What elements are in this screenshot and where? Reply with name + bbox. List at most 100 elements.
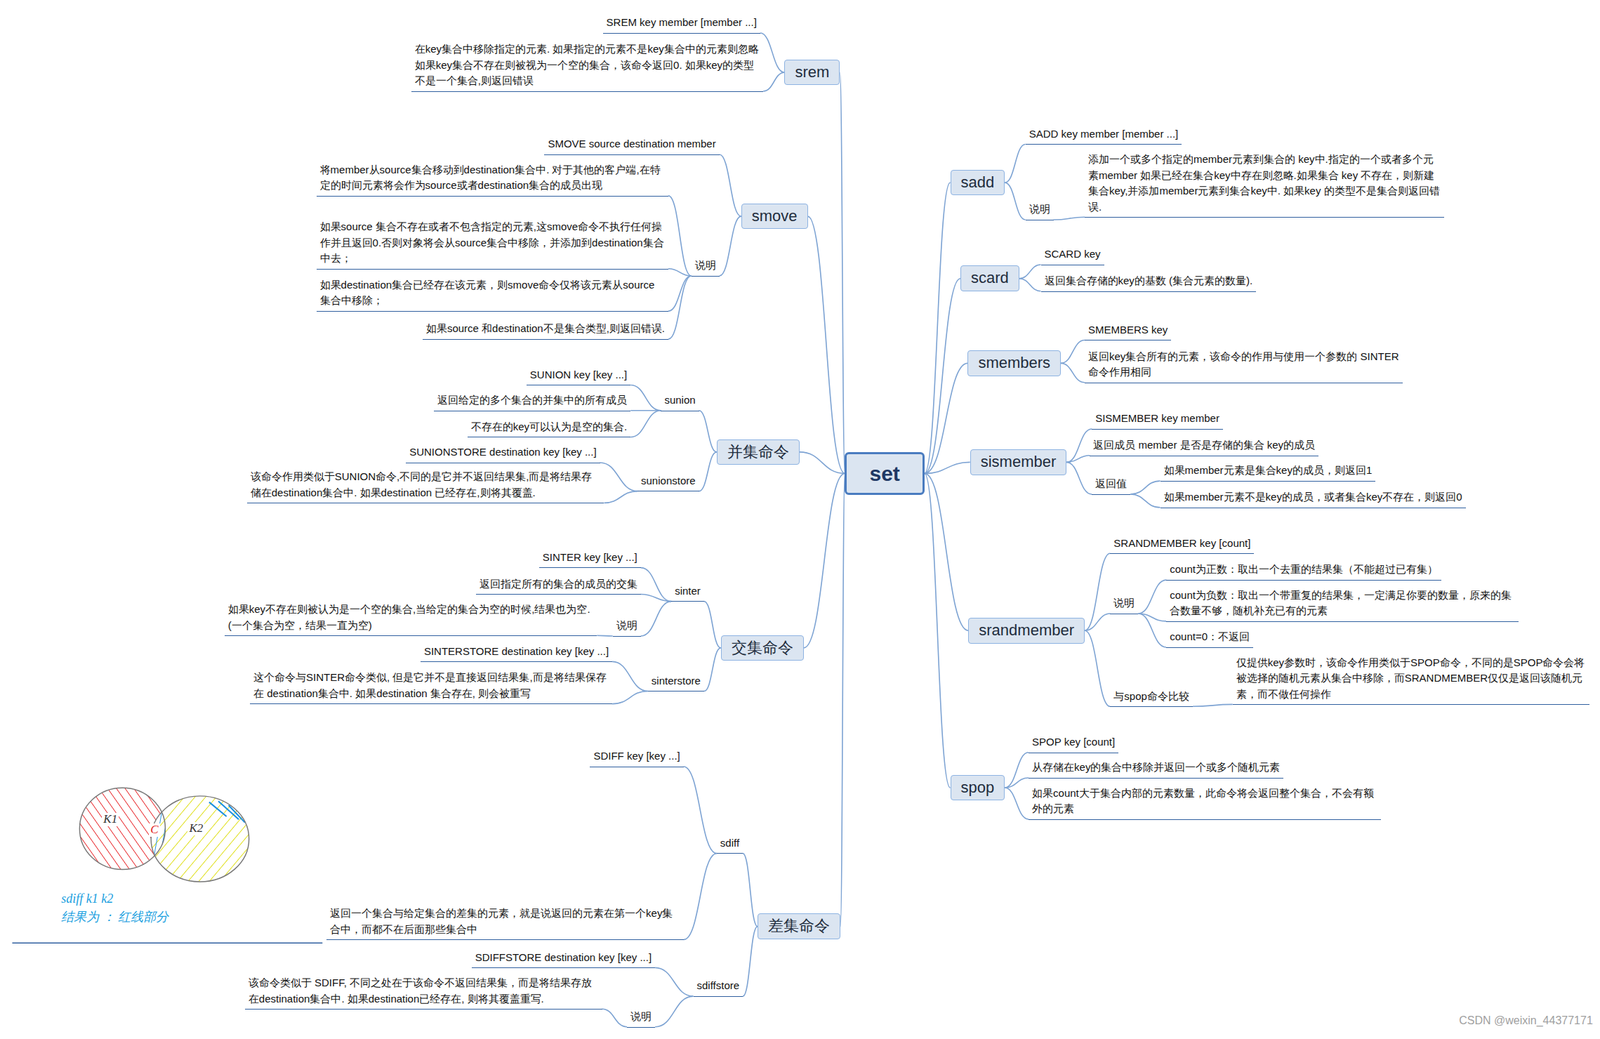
branch-topic: smove: [741, 203, 809, 230]
topic-label: sdiffstore: [697, 977, 740, 995]
topic-text: 返回一个集合与给定集合的差集的元素，就是说返回的元素在第一个key集合中，而都不…: [326, 904, 684, 941]
branch-connector: [1060, 362, 1085, 382]
venn-label: K2: [187, 822, 205, 836]
branch-topic: smembers: [967, 350, 1061, 377]
branch-connector: [840, 473, 845, 927]
branch-topic: srandmember: [968, 617, 1085, 644]
topic-label: 返回值: [1095, 475, 1127, 493]
topic-text: sunionstore: [637, 472, 700, 493]
branch-connector: [1004, 787, 1029, 820]
branch-topic: 并集命令: [716, 439, 800, 466]
branch-connector: [1004, 143, 1026, 183]
branch-connector: [763, 72, 785, 92]
topic-label: 如果key不存在则被认为是一个空的集合,当给定的集合为空的时候,结果也为空.(一…: [228, 601, 594, 634]
topic-label: 返回成员 member 是否是存储的集合 key的成员: [1093, 437, 1315, 454]
topic-text: 返回key集合所有的元素，该命令的作用与使用一个参数的 SINTER 命令作用相…: [1084, 348, 1403, 384]
topic-label: SINTER key [key ...]: [542, 549, 638, 566]
branch-connector: [1192, 704, 1233, 707]
topic-label: sunion: [664, 392, 696, 409]
topic-label: 如果member元素不是key的成员，或者集合key不存在，则返回0: [1164, 489, 1463, 506]
k2-circle: [150, 796, 250, 882]
topic-label: 返回集合存储的key的基数 (集合元素的数量).: [1044, 273, 1254, 290]
topic-label: 如果count大于集合内部的元素数量，此命令将会返回整个集合，不会有额外的元素: [1032, 785, 1377, 818]
branch-connector: [924, 461, 971, 474]
topic-label: 差集命令: [768, 916, 830, 937]
branch-connector: [1138, 613, 1167, 648]
topic-text: 如果destination集合已经存在该元素，则smove命令仅将该元素从sou…: [316, 276, 669, 312]
topic-text: 仅提供key参数时，该命令作用类似于SPOP命令，不同的是SPOP命令会将被选择…: [1232, 654, 1591, 706]
topic-text: 说明: [612, 617, 641, 637]
branch-topic: scard: [960, 265, 1020, 292]
topic-label: 如果source 和destination不是集合类型,则返回错误.: [426, 320, 665, 337]
topic-text: sdiff: [716, 834, 743, 855]
topic-label: SMEMBERS key: [1088, 322, 1168, 339]
topic-text: 返回集合存储的key的基数 (集合元素的数量).: [1041, 272, 1257, 293]
note-text: 结果为 ： 红线部分: [61, 909, 169, 926]
branch-connector: [699, 410, 717, 453]
branch-connector: [839, 72, 845, 474]
branch-connector: [683, 766, 717, 854]
branch-connector: [719, 154, 742, 217]
branch-connector: [924, 473, 951, 788]
branch-connector: [924, 278, 961, 474]
topic-text: SPOP key [count]: [1028, 733, 1119, 754]
topic-label: 如果source 集合不存在或者不包含指定的元素,这smove命令不执行任何操作…: [320, 219, 665, 267]
topic-text: sunion: [660, 391, 699, 412]
topic-text: 说明: [691, 256, 720, 277]
topic-label: 交集命令: [731, 638, 794, 659]
topic-label: SUNIONSTORE destination key [key ...]: [409, 444, 597, 461]
topic-label: 返回给定的多个集合的并集中的所有成员: [437, 392, 627, 409]
k1-circle: [79, 787, 165, 870]
topic-label: 如果member元素是集合key的成员，则返回1: [1164, 462, 1373, 479]
topic-label: SREM key member [member ...]: [606, 14, 757, 31]
branch-connector: [1004, 182, 1026, 220]
branch-topic: spop: [950, 775, 1006, 802]
topic-label: count为负数：取出一个带重复的结果集，一定满足你要的数量，原来的集合数量不够…: [1169, 587, 1515, 620]
central-topic: set: [844, 452, 924, 495]
branch-connector: [760, 32, 785, 73]
branch-connector: [1066, 428, 1092, 462]
topic-text: 如果source 集合不存在或者不包含指定的元素,这smove命令不执行任何操作…: [316, 218, 669, 270]
topic-text: 从存储在key的集合中移除并返回一个或多个随机元素: [1028, 758, 1284, 779]
topic-label: 说明: [1029, 201, 1051, 218]
topic-label: smove: [751, 206, 798, 227]
topic-label: 如果destination集合已经存在该元素，则smove命令仅将该元素从sou…: [320, 277, 665, 309]
branch-connector: [924, 362, 969, 474]
topic-label: sunionstore: [640, 473, 696, 490]
topic-label: srem: [794, 62, 830, 83]
branch-connector: [1060, 340, 1085, 364]
branch-connector: [1138, 579, 1167, 614]
branch-connector: [1130, 480, 1160, 495]
branch-connector: [742, 853, 758, 927]
branch-connector: [704, 601, 722, 649]
topic-label: 返回指定所有的集合的成员的交集: [479, 576, 638, 593]
topic-label: 与spop命令比较: [1113, 688, 1190, 705]
branch-connector: [1053, 216, 1085, 220]
topic-label: SUNION key [key ...]: [530, 367, 627, 384]
branch-connector: [1019, 264, 1042, 279]
topic-text: SDIFF key [key ...]: [589, 747, 684, 768]
branch-topic: 差集命令: [757, 913, 841, 940]
topic-text: SRANDMEMBER key [count]: [1109, 534, 1254, 555]
topic-text: 说明: [1109, 594, 1139, 615]
branch-connector: [1004, 752, 1029, 788]
topic-text: count为正数：取出一个去重的结果集（不能超过已有集）: [1166, 560, 1442, 581]
topic-text: 如果key不存在则被认为是一个空的集合,当给定的集合为空的时候,结果也为空.(一…: [224, 600, 598, 637]
branch-connector: [630, 410, 661, 438]
branch-topic: sismember: [970, 449, 1068, 476]
topic-label: 说明: [630, 1008, 652, 1026]
branch-connector: [600, 462, 638, 492]
topic-label: 不存在的key可以认为是空的集合.: [471, 419, 628, 436]
topic-text: 该命令类似于 SDIFF, 不同之处在于该命令不返回结果集，而是将结果存放在de…: [245, 974, 603, 1010]
topic-label: count为正数：取出一个去重的结果集（不能超过已有集）: [1169, 561, 1438, 578]
branch-connector: [630, 384, 661, 411]
note-text: sdiff k1 k2: [61, 890, 114, 908]
topic-text: SISMEMBER key member: [1091, 410, 1223, 430]
venn-label: K1: [101, 812, 119, 827]
topic-text: SMEMBERS key: [1084, 321, 1172, 342]
topic-text: SDIFFSTORE destination key [key ...]: [471, 949, 656, 969]
topic-label: sinterstore: [651, 673, 701, 690]
yellow-hatch: [142, 791, 255, 889]
topic-underline: [11, 942, 323, 944]
topic-label: smembers: [977, 353, 1051, 374]
